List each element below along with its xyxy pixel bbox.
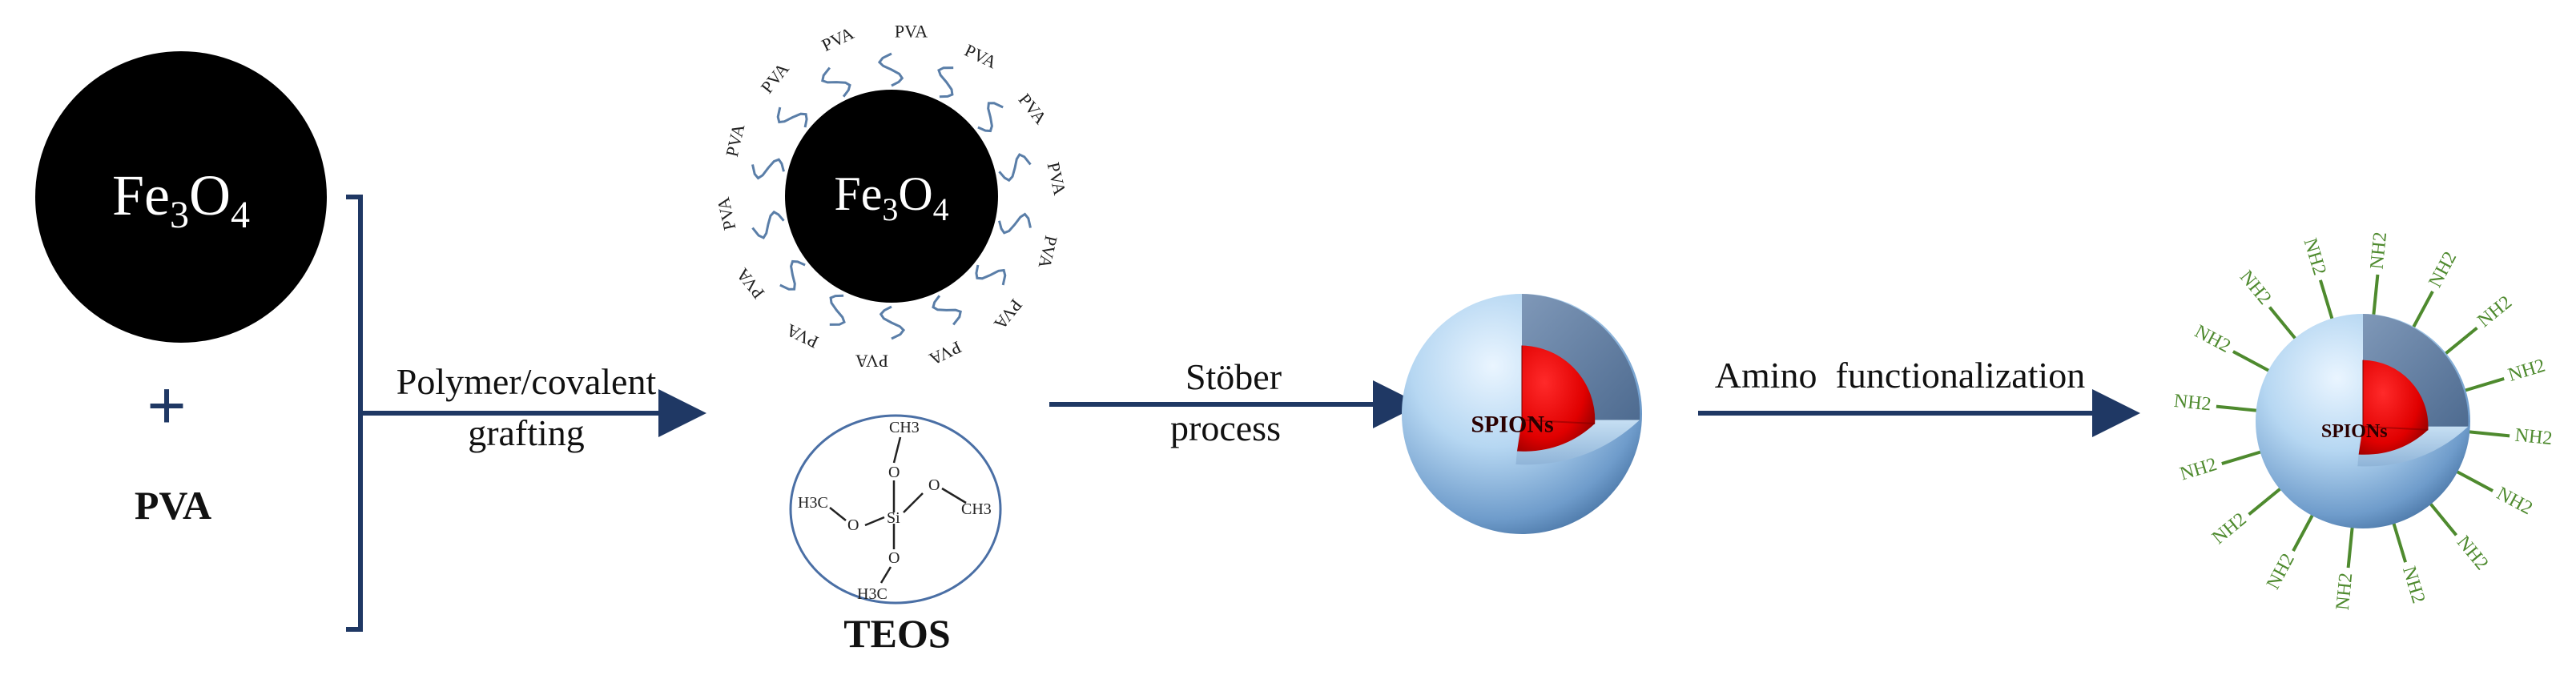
svg-text:O: O (888, 549, 900, 567)
step2-line2: process (1170, 408, 1281, 448)
amine-group-label: NH2 (2236, 267, 2276, 309)
amine-linker (2232, 350, 2272, 374)
pva-chain-label: PVA (1044, 160, 1071, 197)
svg-text:Si: Si (887, 509, 900, 527)
pva-chain-label: PVA (990, 295, 1026, 334)
amine-linker (2216, 404, 2260, 412)
coated-magnetite-formula: Fe3O4 (834, 167, 948, 227)
pva-chain (776, 106, 808, 128)
amine-group-label: NH2 (2398, 564, 2429, 605)
amine-linker (2268, 306, 2299, 342)
amine-linker (2427, 500, 2458, 536)
core-label: SPIONs (2321, 421, 2388, 442)
amine-group-label: NH2 (2208, 508, 2251, 548)
amine-group-label: NH2 (2191, 321, 2233, 357)
svg-text:O: O (928, 476, 940, 494)
svg-text:O: O (847, 516, 859, 534)
spion-core (2358, 360, 2429, 455)
amine-linker (2461, 376, 2505, 393)
step1-line1: Polymer/covalent (396, 361, 657, 402)
pva-chain-label: PVA (713, 195, 740, 232)
amine-group-label: NH2 (2506, 356, 2547, 386)
pva-chain (998, 212, 1032, 235)
amine-linker (2346, 524, 2354, 568)
amine-group-label: NH2 (2473, 291, 2516, 331)
svg-text:O: O (888, 464, 900, 481)
svg-text:CH3: CH3 (961, 500, 992, 518)
pva-chain-label: PVA (961, 40, 1000, 72)
amine-group-label: NH2 (2300, 236, 2330, 278)
pva-chain (879, 305, 906, 340)
pva-chain-label: PVA (819, 23, 857, 55)
pva-chain (998, 153, 1032, 183)
teos-label: TEOS (843, 611, 950, 656)
svg-text:CH3: CH3 (889, 419, 920, 436)
step3-label: Amino functionalization (1715, 355, 2085, 396)
amine-group-label: NH2 (2173, 391, 2212, 416)
amine-linker (2391, 520, 2408, 563)
amine-linker (2292, 512, 2316, 552)
pva-chain-label: PVA (757, 58, 793, 97)
pva-chain-label: PVA (1035, 234, 1062, 271)
amine-linker (2442, 326, 2478, 357)
amine-linker (2318, 279, 2335, 323)
svg-text:H3C: H3C (798, 494, 828, 512)
svg-text:H3C: H3C (857, 585, 888, 603)
teos-molecule-outline (789, 414, 1002, 605)
core-edge (2362, 360, 2429, 431)
pva-chain (821, 66, 851, 98)
amine-group-label: NH2 (2493, 483, 2535, 519)
pva-chain-label: PVA (926, 337, 964, 369)
amine-group-label: NH2 (2178, 454, 2220, 484)
pva-label: PVA (135, 483, 211, 528)
amine-group-label: NH2 (2263, 550, 2299, 593)
core-shell-particle: SPIONs (1402, 294, 1642, 534)
pva-chain (977, 102, 1004, 133)
pva-chain-label: PVA (722, 122, 749, 159)
amine-linker (2410, 290, 2434, 331)
teos-atoms: O CH3 O CH3 Si O H3C O H3C (798, 419, 992, 603)
pva-chain (975, 264, 1007, 286)
teos-structure (829, 436, 967, 584)
reactant-bracket (346, 195, 363, 632)
pva-chain-label: PVA (732, 264, 768, 303)
amine-group-label: NH2 (2332, 572, 2357, 611)
pva-chain-label: PVA (855, 351, 888, 371)
amine-linker (2453, 468, 2494, 492)
step1-line2: grafting (468, 412, 585, 453)
pva-chain (751, 210, 785, 239)
amine-group-label: NH2 (2425, 248, 2461, 291)
pva-chain-label: PVA (783, 320, 821, 352)
core-edge (1521, 345, 1596, 424)
pva-chain (751, 158, 785, 180)
amine-linker (2248, 485, 2284, 516)
amine-linker (2372, 274, 2380, 318)
plus-sign: + (147, 368, 186, 443)
core-label: SPIONs (1471, 412, 1553, 438)
spion-core (1517, 345, 1596, 452)
magnetite-particle (35, 51, 327, 343)
pva-chain (932, 295, 962, 326)
amine-group-label: NH2 (2514, 425, 2554, 450)
pva-chain (829, 294, 846, 326)
step2-line1: Stöber (1185, 356, 1282, 397)
amine-linker (2221, 449, 2264, 466)
amine-group-label: NH2 (2367, 231, 2392, 270)
pva-chain (937, 66, 954, 98)
pva-chain-label: PVA (895, 22, 928, 42)
magnetite-formula: Fe3O4 (112, 163, 250, 236)
pva-chain (779, 259, 806, 291)
amine-linker (2466, 430, 2510, 438)
amino-core-shell-particle: SPIONs (2256, 314, 2470, 528)
amine-group-label: NH2 (2453, 532, 2493, 574)
coated-magnetite-particle (785, 90, 998, 303)
pva-chain (877, 52, 904, 87)
pva-chain-label: PVA (1015, 90, 1051, 128)
